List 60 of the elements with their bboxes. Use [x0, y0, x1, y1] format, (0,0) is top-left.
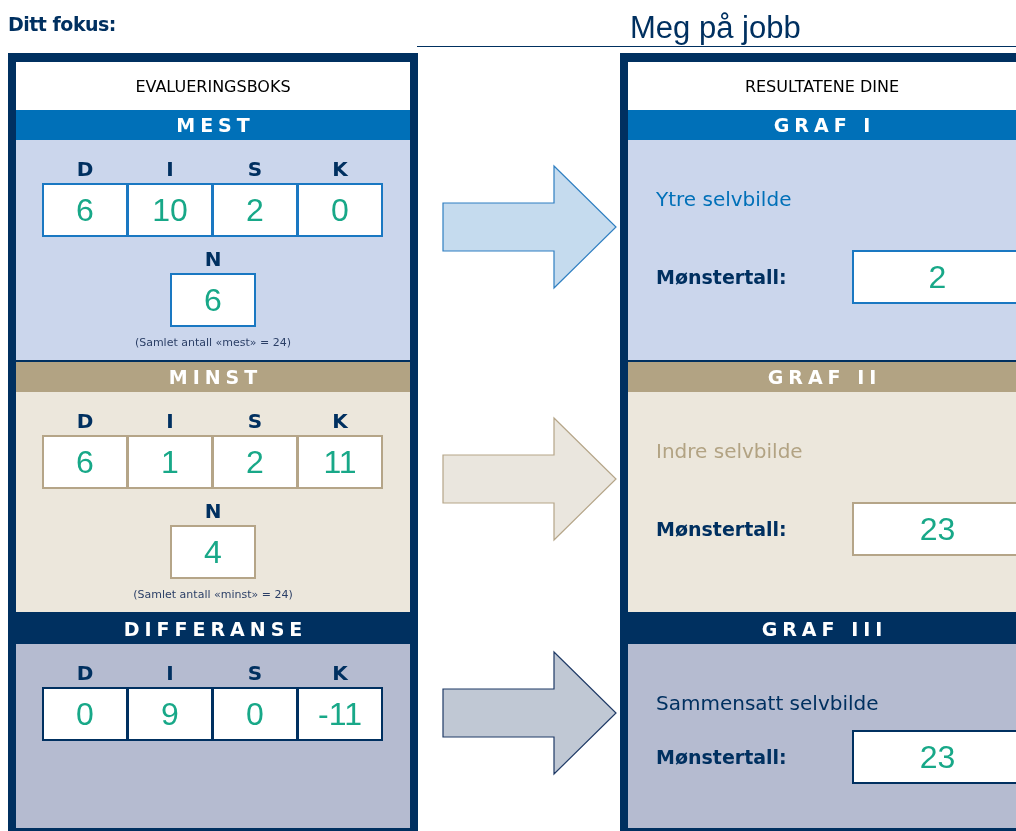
panel-frame — [620, 53, 1016, 831]
score-field: 11 — [297, 435, 383, 489]
section-header: MEST — [16, 110, 410, 140]
score-field: 9 — [127, 687, 213, 741]
score-field: -11 — [297, 687, 383, 741]
section-panel — [16, 614, 410, 828]
panel-frame — [8, 53, 418, 831]
note-text: (Samlet antall «minst» = 24) — [133, 588, 293, 601]
section-header: GRAF II — [628, 362, 1016, 392]
field-label: Mønstertall: — [656, 266, 787, 288]
column-letter: S — [247, 660, 263, 687]
panel-title: EVALUERINGSBOKS — [135, 76, 291, 96]
score-field: 6 — [42, 435, 128, 489]
score-field: 0 — [297, 183, 383, 237]
section-panel — [16, 362, 410, 612]
score-field: 2 — [212, 183, 298, 237]
field-label: Mønstertall: — [656, 746, 787, 768]
section-panel — [16, 110, 410, 360]
score-field: 10 — [127, 183, 213, 237]
note-text: (Samlet antall «mest» = 24) — [134, 336, 292, 349]
pattern-number-field: 23 — [852, 502, 1016, 556]
section-header: GRAF I — [628, 110, 1016, 140]
subtitle: Ytre selvbilde — [656, 187, 792, 211]
column-letter: S — [247, 156, 263, 183]
subtitle: Indre selvbilde — [656, 439, 803, 463]
score-field: 2 — [212, 435, 298, 489]
block-arrow — [442, 164, 617, 290]
block-arrow — [442, 650, 617, 776]
score-field: 1 — [127, 435, 213, 489]
section-header: MINST — [16, 362, 410, 392]
column-letter: I — [166, 156, 174, 183]
column-letter: K — [332, 408, 348, 435]
score-field: 6 — [42, 183, 128, 237]
section-panel — [628, 362, 1016, 612]
block-arrow — [442, 416, 617, 542]
page-title: Meg på jobb — [630, 10, 801, 46]
column-letter: D — [76, 408, 94, 435]
column-letter: N — [204, 498, 222, 525]
column-letter: K — [332, 156, 348, 183]
column-letter: D — [76, 156, 94, 183]
section-header: DIFFERANSE — [16, 614, 410, 644]
column-letter: D — [76, 660, 94, 687]
score-field: 4 — [170, 525, 256, 579]
field-label: Mønstertall: — [656, 518, 787, 540]
column-letter: K — [332, 660, 348, 687]
section-header: GRAF III — [628, 614, 1016, 644]
focus-heading: Ditt fokus: — [8, 13, 116, 35]
column-letter: I — [166, 408, 174, 435]
pattern-number-field: 23 — [852, 730, 1016, 784]
pattern-number-field: 2 — [852, 250, 1016, 304]
score-field: 6 — [170, 273, 256, 327]
section-panel — [628, 110, 1016, 360]
score-field: 0 — [212, 687, 298, 741]
column-letter: N — [204, 246, 222, 273]
column-letter: I — [166, 660, 174, 687]
column-letter: S — [247, 408, 263, 435]
score-field: 0 — [42, 687, 128, 741]
subtitle: Sammensatt selvbilde — [656, 691, 879, 715]
section-panel — [628, 614, 1016, 828]
panel-title: RESULTATENE DINE — [744, 76, 900, 96]
